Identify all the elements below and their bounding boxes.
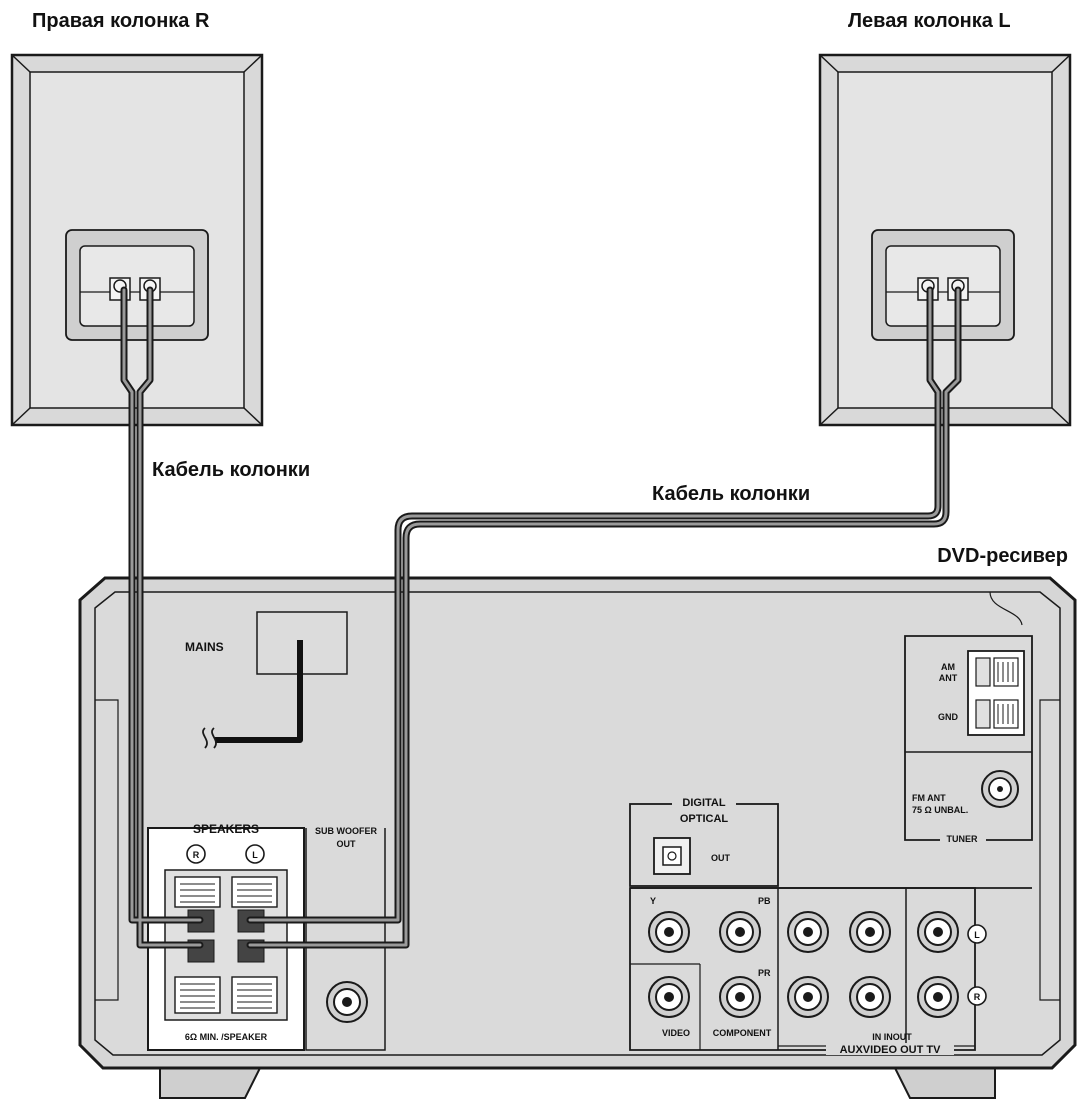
- optical-label: OPTICAL: [680, 813, 729, 825]
- rca-jack-aux-r: [787, 976, 829, 1018]
- svg-text:R: R: [974, 992, 981, 1002]
- am-gnd-terminal: [967, 650, 1025, 736]
- cable-left-label: Кабель колонки: [652, 483, 810, 505]
- am-label-1: AM: [941, 662, 955, 672]
- subwoofer-frame: [305, 828, 386, 1051]
- svg-text:R: R: [193, 850, 200, 860]
- tuner-label: TUNER: [947, 834, 978, 844]
- output-l-marker: L: [967, 924, 987, 944]
- component-label: COMPONENT: [713, 1028, 772, 1038]
- speaker-cable-right: [120, 286, 204, 949]
- speaker-left: [818, 53, 1072, 427]
- rca-jack-tv-l: [917, 911, 959, 953]
- rca-jack-aux-l: [787, 911, 829, 953]
- rca-jacks: [648, 911, 959, 1018]
- rca-jack-y: [648, 911, 690, 953]
- foot-left: [159, 1067, 262, 1099]
- rca-jack-tv-r: [917, 976, 959, 1018]
- subwoofer-jack: [326, 981, 368, 1023]
- mains-label: MAINS: [185, 640, 224, 654]
- dvd-receiver-rear-panel: MAINS SPEAKERS R L 6Ω MIN. /: [78, 576, 1077, 1099]
- video-label: VIDEO: [662, 1028, 690, 1038]
- tuner-frame: [904, 635, 1033, 841]
- speaker-spec-label: 6Ω MIN. /SPEAKER: [185, 1032, 268, 1042]
- output-r-marker: R: [967, 986, 987, 1006]
- rca-jack-pb: [719, 911, 761, 953]
- cable-right-label: Кабель колонки: [152, 459, 310, 481]
- speakers-label: SPEAKERS: [193, 822, 259, 836]
- digital-label: DIGITAL: [682, 797, 725, 809]
- svg-text:L: L: [252, 850, 258, 860]
- speakers-l-marker: L: [245, 844, 265, 864]
- rca-jack-video-out: [849, 911, 891, 953]
- speakers-r-marker: R: [186, 844, 206, 864]
- component-pr-label: PR: [758, 968, 771, 978]
- fm-antenna-jack: [981, 770, 1019, 808]
- optical-out-jack: [653, 837, 691, 875]
- aux-video-out-tv-label: AUXVIDEO OUT TV: [840, 1044, 942, 1056]
- component-pb-label: PB: [758, 896, 771, 906]
- speaker-right: [10, 53, 264, 427]
- mains-cord: [215, 640, 303, 743]
- rca-jack-pr: [719, 976, 761, 1018]
- mains-break-mark: [202, 727, 217, 749]
- gnd-label: GND: [938, 712, 959, 722]
- speaker-right-label: Правая колонка R: [32, 10, 210, 32]
- rca-jack-in-out: [849, 976, 891, 1018]
- subwoofer-label-2: OUT: [337, 839, 357, 849]
- fm-label-2: 75 Ω UNBAL.: [912, 805, 968, 815]
- fm-label-1: FM ANT: [912, 793, 946, 803]
- speaker-cable-left: [246, 286, 962, 949]
- optical-out-label: OUT: [711, 853, 731, 863]
- component-y-label: Y: [650, 896, 656, 906]
- receiver-label: DVD-ресивер: [937, 545, 1068, 567]
- subwoofer-label-1: SUB WOOFER: [315, 826, 377, 836]
- am-label-2: ANT: [939, 673, 958, 683]
- speaker-left-label: Левая колонка L: [848, 10, 1011, 32]
- svg-text:L: L: [974, 930, 980, 940]
- foot-right: [893, 1067, 996, 1099]
- in-out-label: IN INOUT: [872, 1032, 912, 1042]
- rca-jack-video: [648, 976, 690, 1018]
